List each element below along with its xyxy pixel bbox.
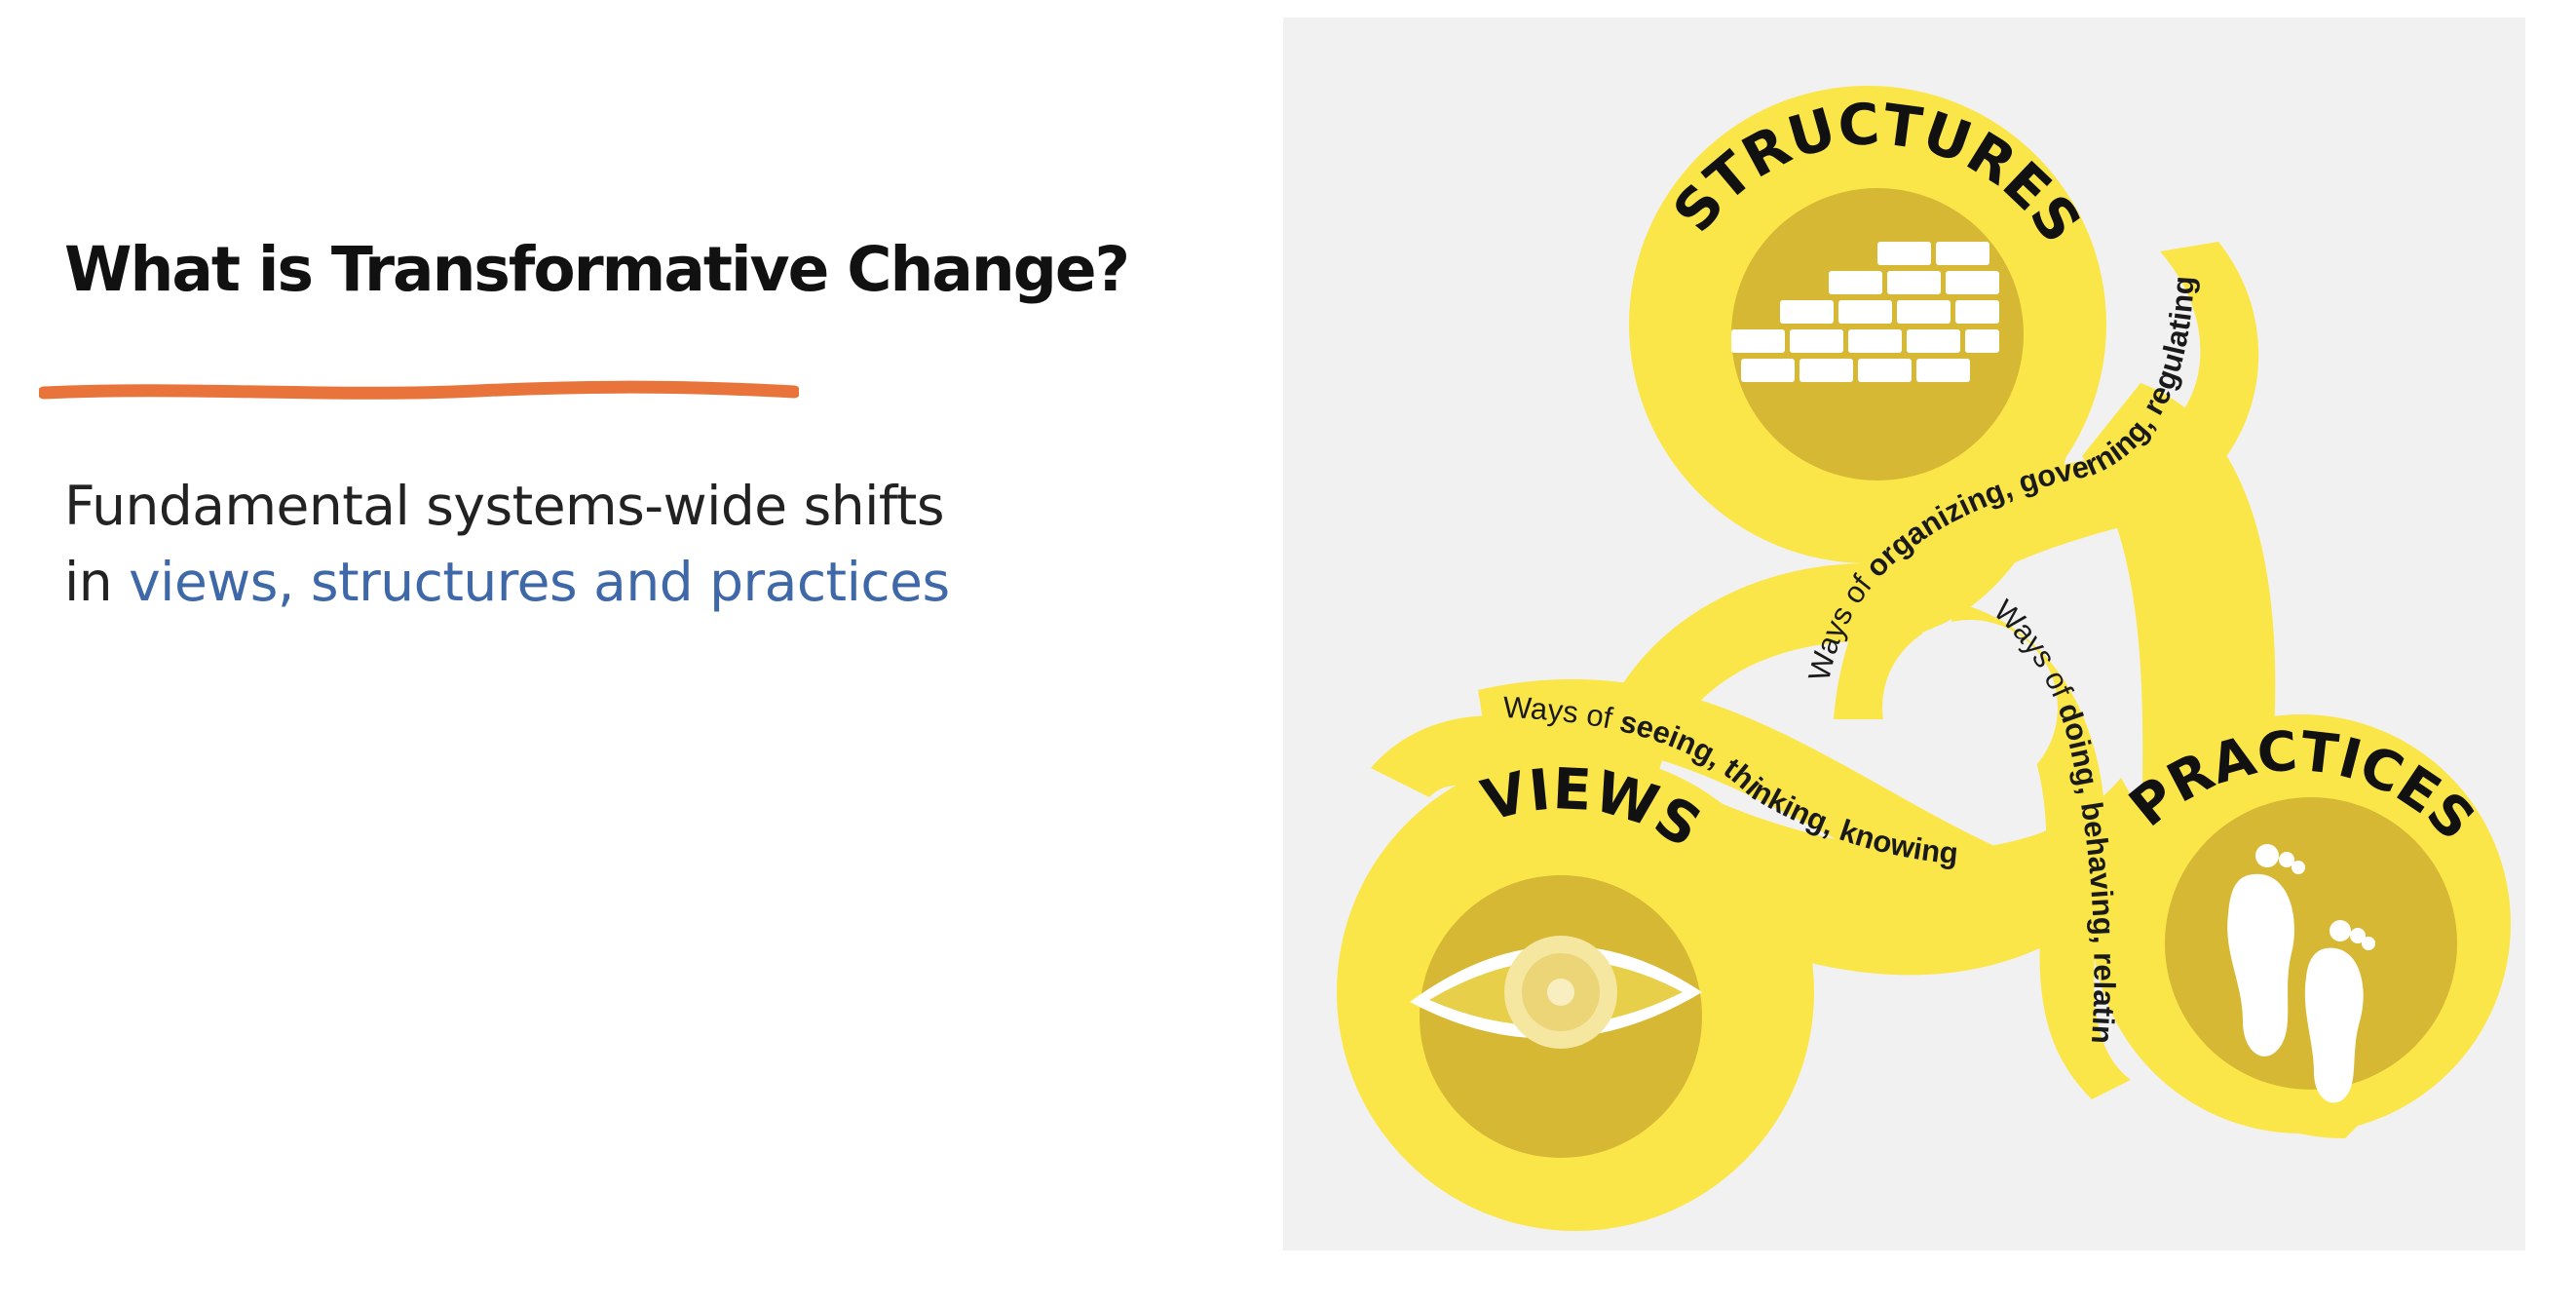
body-line-2: in views, structures and practices bbox=[64, 544, 1233, 620]
body-line-2-prefix: in bbox=[64, 551, 130, 613]
highlighted-terms: views, structures and practices bbox=[129, 551, 950, 613]
triskelion-svg: VIEWS STRUCTURES bbox=[1283, 18, 2511, 1231]
brick-wall-icon bbox=[1731, 242, 1999, 382]
accent-underline bbox=[39, 380, 799, 400]
slide-body: Fundamental systems-wide shifts in views… bbox=[64, 468, 1233, 620]
eye-icon bbox=[1410, 936, 1702, 1049]
views-node: VIEWS bbox=[1337, 753, 1814, 1231]
footprints-icon bbox=[2227, 844, 2375, 1103]
center-void bbox=[1882, 620, 2058, 795]
triskelion-diagram: VIEWS STRUCTURES bbox=[1283, 18, 2525, 1250]
body-line-1: Fundamental systems-wide shifts bbox=[64, 475, 945, 537]
slide-title: What is Transformative Change? bbox=[64, 234, 1130, 305]
practices-node: PRACTICES bbox=[2092, 714, 2511, 1133]
